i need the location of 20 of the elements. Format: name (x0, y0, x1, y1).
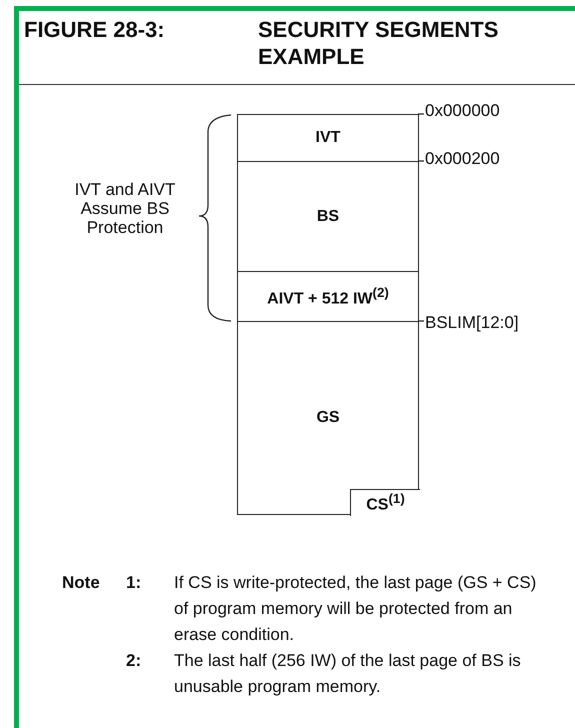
memory-segment (237, 271, 419, 322)
note-number: 1: (126, 572, 142, 594)
address-label: 0x000000 (425, 101, 501, 120)
figure-number: FIGURE 28-3: (24, 16, 166, 43)
note-text: If CS is write-protected, the last page (GS + CS) of program memory will be protected from an erase condition. (174, 572, 538, 646)
segment-label: IVT (316, 129, 340, 147)
segment-label: BS (316, 208, 340, 226)
boundary-label: BSLIM[12:0] (425, 313, 520, 332)
note-number: 2: (126, 650, 142, 672)
memory-segment (237, 161, 419, 272)
note-text: The last half (256 IW) of the last page of BS is unusable program memory. (174, 650, 522, 698)
segment-label: CS$^{(1)}$ (366, 491, 405, 515)
segment-label: AIVT + 512 IW$^{(2)}$ (267, 284, 389, 308)
segment-label: GS (316, 409, 340, 427)
figure-title: SECURITY SEGMENTS EXAMPLE (258, 16, 500, 70)
note-heading: Note (62, 572, 101, 594)
brace-note: IVT and AIVT Assume BS Protection (74, 180, 176, 237)
address-label: 0x000200 (425, 149, 501, 168)
memory-segment (237, 321, 419, 515)
memory-segment (237, 114, 419, 162)
